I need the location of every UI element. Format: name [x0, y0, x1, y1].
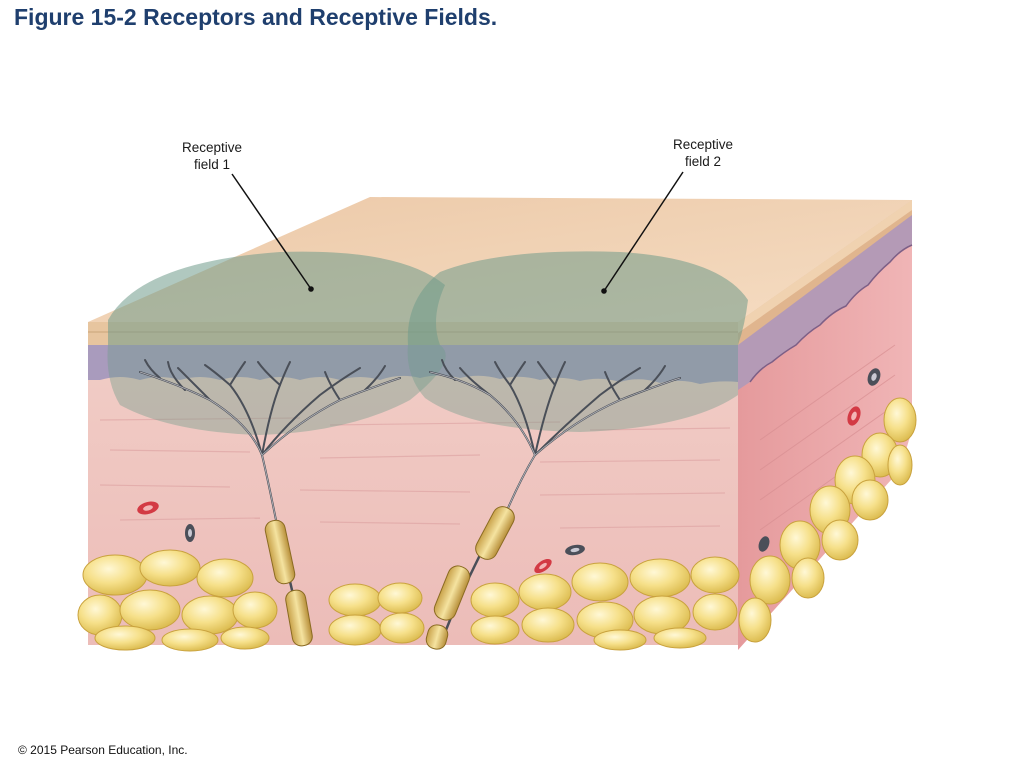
callout-receptive-field-1: Receptive field 1 — [182, 140, 314, 292]
copyright-notice: © 2015 Pearson Education, Inc. — [18, 743, 188, 757]
receptive-field-2 — [407, 251, 748, 432]
figure-title: Figure 15-2 Receptors and Receptive Fiel… — [14, 4, 498, 30]
label-receptive-field-2-line2: field 2 — [685, 154, 721, 169]
callout-receptive-field-2: Receptive field 2 — [601, 137, 733, 294]
receptive-field-1 — [107, 251, 446, 435]
myelinated-axon-2 — [425, 506, 515, 650]
label-receptive-field-1-line1: Receptive — [182, 140, 242, 155]
blood-cells — [137, 368, 881, 574]
epidermis-layer — [88, 345, 738, 384]
leader-line-1 — [231, 173, 312, 290]
adipose-tissue-side — [738, 397, 917, 643]
label-receptive-field-2-line1: Receptive — [673, 137, 733, 152]
leader-dot-2 — [601, 288, 607, 294]
adipose-tissue — [77, 549, 740, 652]
myelinated-axon-1 — [264, 519, 313, 647]
leader-line-2 — [603, 171, 684, 292]
label-receptive-field-1-line2: field 1 — [194, 157, 230, 172]
leader-dot-1 — [308, 286, 314, 292]
dermis-fibers — [99, 417, 731, 529]
